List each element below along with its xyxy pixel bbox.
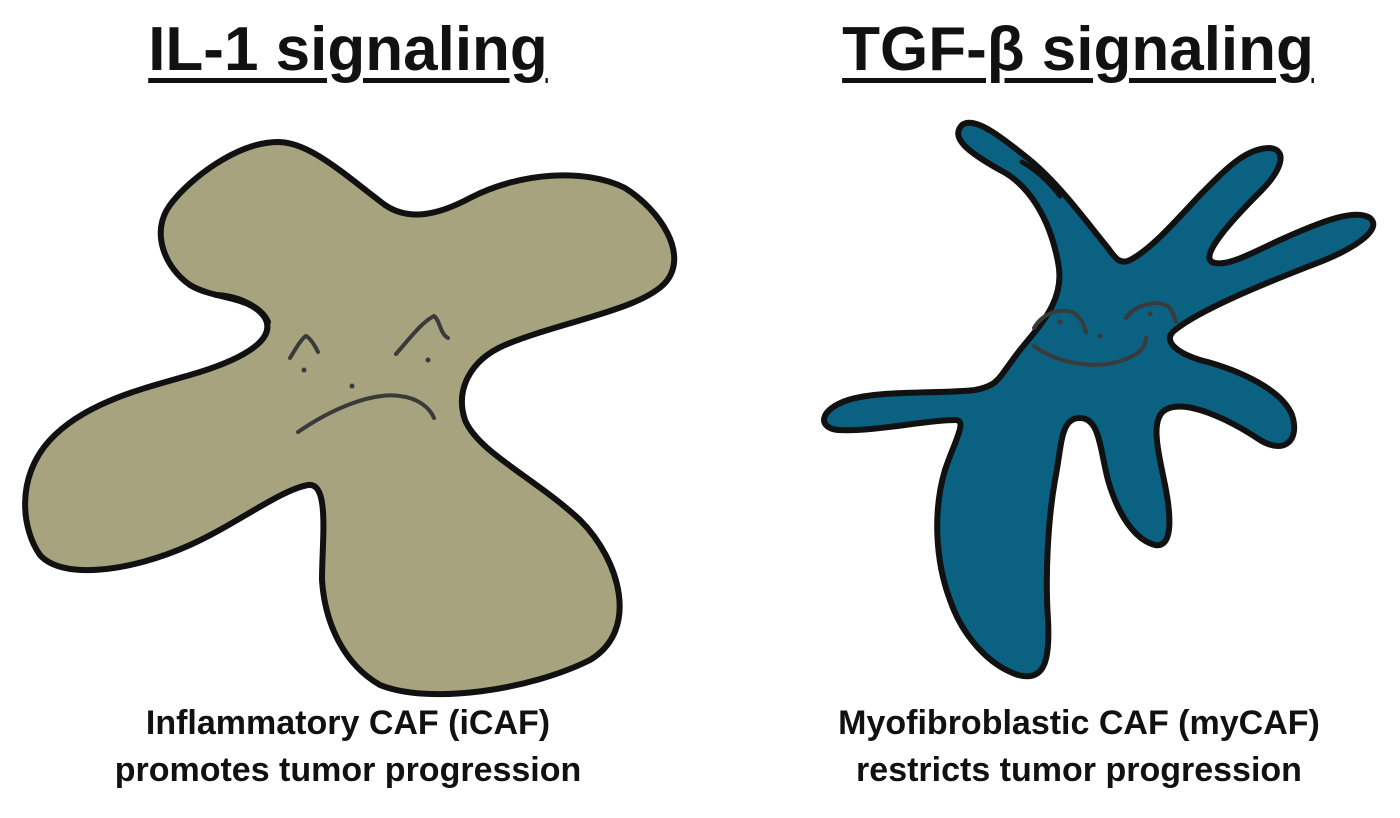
mycaf-caption: Myofibroblastic CAF (myCAF) restricts tu…: [729, 700, 1400, 794]
icaf-eyes: [301, 357, 431, 389]
mycaf-right-eye: [1147, 311, 1153, 317]
mycaf-left-eyebrow: [1032, 308, 1088, 334]
mycaf-caption-line1: Myofibroblastic CAF (myCAF): [838, 704, 1320, 742]
mycaf-face: [1032, 301, 1178, 367]
mycaf-arm-crease: [1019, 159, 1063, 199]
mycaf-eyes: [1057, 311, 1153, 339]
mycaf-mouth: [1032, 336, 1148, 367]
icaf-right-eye: [425, 357, 431, 363]
icaf-caption: Inflammatory CAF (iCAF) promotes tumor p…: [0, 700, 698, 794]
mycaf-cell-body: [821, 119, 1377, 680]
icaf-mouth: [296, 393, 436, 434]
icaf-face: [288, 313, 450, 434]
icaf-caption-line1: Inflammatory CAF (iCAF): [145, 704, 551, 742]
mycaf-title: TGF-β signaling: [842, 15, 1314, 84]
mycaf-panel: TGF-β signaling Myofibroblastic CAF (myC…: [700, 0, 1400, 818]
icaf-nose-dot: [349, 383, 355, 389]
icaf-cell: [22, 139, 678, 698]
icaf-panel: IL-1 signaling Inflammatory CAF (iCAF) p…: [0, 15, 698, 794]
icaf-notch-mark: [213, 292, 271, 325]
mycaf-caption-line2: restricts tumor progression: [856, 751, 1302, 789]
mycaf-nose-dot: [1097, 333, 1103, 339]
icaf-right-eyebrow: [394, 313, 450, 356]
icaf-left-eye: [301, 367, 307, 373]
mycaf-left-eye: [1057, 319, 1063, 325]
icaf-caption-line2: promotes tumor progression: [114, 751, 582, 789]
mycaf-right-eyebrow: [1124, 301, 1178, 324]
icaf-left-eyebrow: [288, 333, 320, 360]
icaf-title: IL-1 signaling: [148, 15, 548, 84]
mycaf-cell: [821, 119, 1377, 680]
